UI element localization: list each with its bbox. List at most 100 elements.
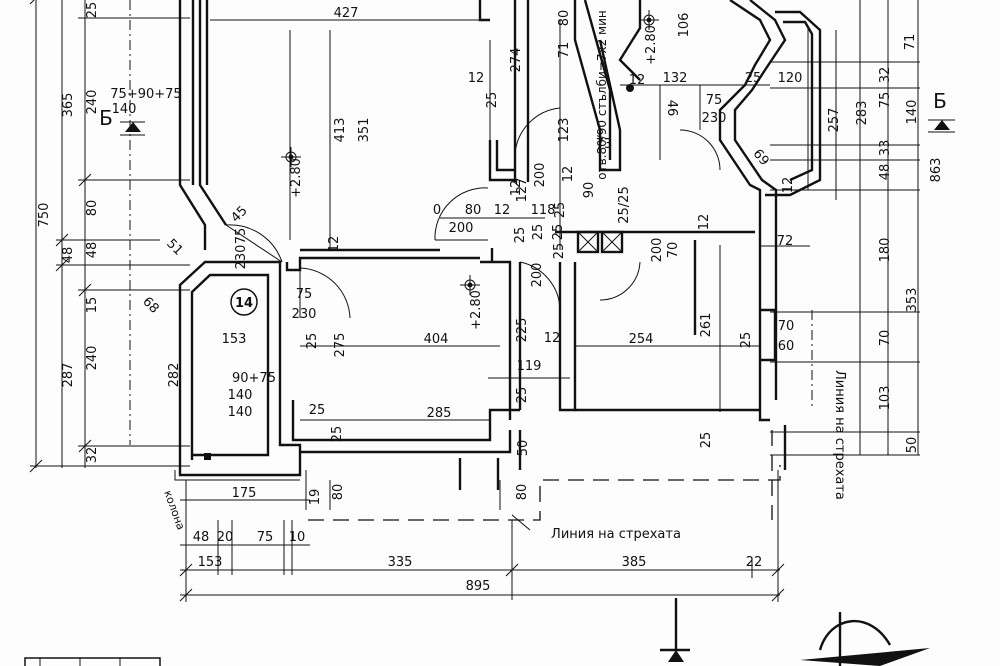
opening-label: 75 [296,287,313,302]
dim-label: 282 [167,363,182,388]
dim-label: 287 [61,363,76,388]
dim-label: 25 [552,243,567,260]
dim-label: 25 [305,333,320,350]
dim-label: 863 [929,158,944,183]
dim-label: 25 [739,332,754,349]
opening-label: 25/25 [617,186,632,223]
opening-label: 140 [228,405,253,420]
dim-label: 71 [903,34,918,51]
dim-label: 283 [855,101,870,126]
dim-label: 335 [388,555,413,570]
opening-label: 140 [228,388,253,403]
dim-label: 12 [468,71,485,86]
dim-label: 12 [629,73,646,88]
dim-label: 75 [257,530,274,545]
level-marker-2 [460,275,480,295]
dim-label: 132 [663,71,688,86]
opening-label: 25 [531,224,546,241]
opening-label: 200 [530,263,545,288]
dim-label: 285 [427,406,452,421]
dim-label: 351 [357,118,372,143]
dim-label: 153 [198,555,223,570]
opening-label: 230 [292,307,317,322]
dim-label: 118 [531,203,556,218]
opening-label: 230 [234,245,249,270]
dim-label: 90 [582,182,597,199]
level-label: +2.80 [289,158,304,198]
dim-label: 51 [163,236,185,258]
opening-label: 200 [449,221,474,236]
dim-label: 750 [37,203,52,228]
dim-label: 68 [139,294,161,316]
eave-label: Линия на стрехата [832,370,847,500]
dim-label: 127 [515,178,530,203]
dim-label: 225 [515,318,530,343]
dim-label: 180 [878,238,893,263]
opening-label: 75+90+75 [110,87,181,102]
dim-label: 385 [622,555,647,570]
section-mark-bottom [660,598,690,662]
level-marker-1 [281,147,301,167]
dim-label: 240 [85,90,100,115]
section-letter: Б [99,106,113,130]
opening-label: 75 [706,93,723,108]
dim-label: 15 [85,297,100,314]
dim-label: 12 [697,214,712,231]
dim-label: 80 [515,484,530,501]
opening-note: отв.80/90 стълби=7x2 мин [595,10,609,180]
opening-label: 200 [533,163,548,188]
dim-label: 353 [905,288,920,313]
dim-label: 12 [544,331,561,346]
dim-label: 22 [746,555,763,570]
dim-label: 50 [905,437,920,454]
dim-label: 25 [515,387,530,404]
dim-label: 106 [677,13,692,38]
dim-label: 274 [509,48,524,73]
opening-label: 200 [650,238,665,263]
room-number: 14 [235,296,253,311]
left-dimension-lines [29,0,190,473]
dim-label: 72 [777,234,794,249]
dim-label: 120 [778,71,803,86]
opening-label: 70 [666,242,681,259]
dim-label: 33 [878,140,893,157]
dim-label: 50 [516,440,531,457]
dim-label: 12 [494,203,511,218]
dim-label: 73 [596,137,613,152]
level-label: +2.80 [644,25,659,65]
north-arrow [800,612,930,666]
dim-label: 275 [333,333,348,358]
opening-label: 80 [465,203,482,218]
dim-label: 25 [309,403,326,418]
column-label: колона [161,489,187,532]
dim-label: 153 [222,332,247,347]
opening-label: 75 [234,228,249,245]
dim-label: 25 [485,92,500,109]
dim-label: 46 [664,100,679,117]
dim-label: 240 [85,346,100,371]
level-label: +2.80 [469,290,484,330]
dim-label: 70 [878,330,893,347]
dim-label: 80 [85,200,100,217]
section-letter: Б [933,89,947,113]
dim-label: 404 [424,332,449,347]
opening-label: 70 [778,319,795,334]
dim-label: 175 [232,486,257,501]
dim-label: 48 [878,164,893,181]
dim-label: 25 [85,2,100,19]
dim-label: 365 [61,93,76,118]
dim-label: 19 [308,489,323,506]
dim-label: 413 [333,118,348,143]
dim-label: 119 [517,359,542,374]
dim-label: 427 [334,6,359,21]
dim-label: 75 [878,92,893,109]
dim-label: 48 [193,530,210,545]
walls [174,0,822,490]
dim-label: 12 [561,166,576,183]
opening-label: 60 [778,339,795,354]
dim-label: 140 [905,100,920,125]
dim-label: 103 [878,386,893,411]
dim-label: 261 [699,313,714,338]
